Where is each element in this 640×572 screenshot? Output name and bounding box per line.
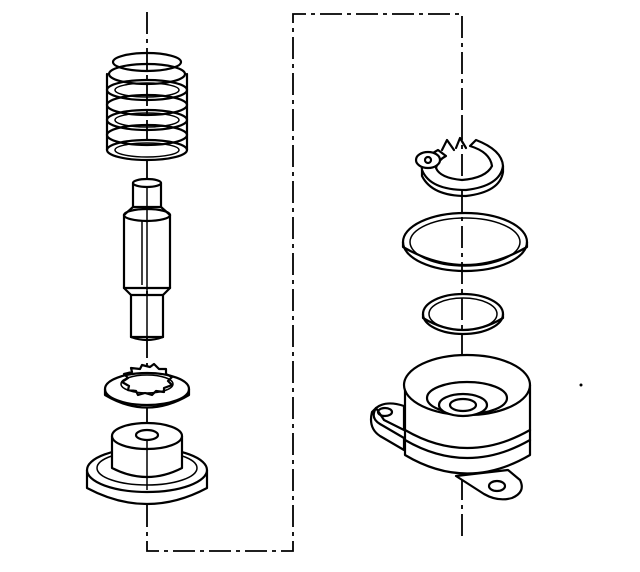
- stray-mark: [579, 383, 583, 387]
- assembly-route-line: [146, 13, 463, 552]
- small-o-ring: [421, 292, 505, 336]
- snap-ring: [414, 136, 505, 198]
- large-o-ring: [401, 211, 529, 273]
- bushing: [110, 421, 184, 490]
- valve-pin: [122, 177, 172, 342]
- coil-spring: [105, 51, 189, 162]
- lock-washer: [103, 362, 191, 409]
- housing-with-flange: [369, 353, 532, 501]
